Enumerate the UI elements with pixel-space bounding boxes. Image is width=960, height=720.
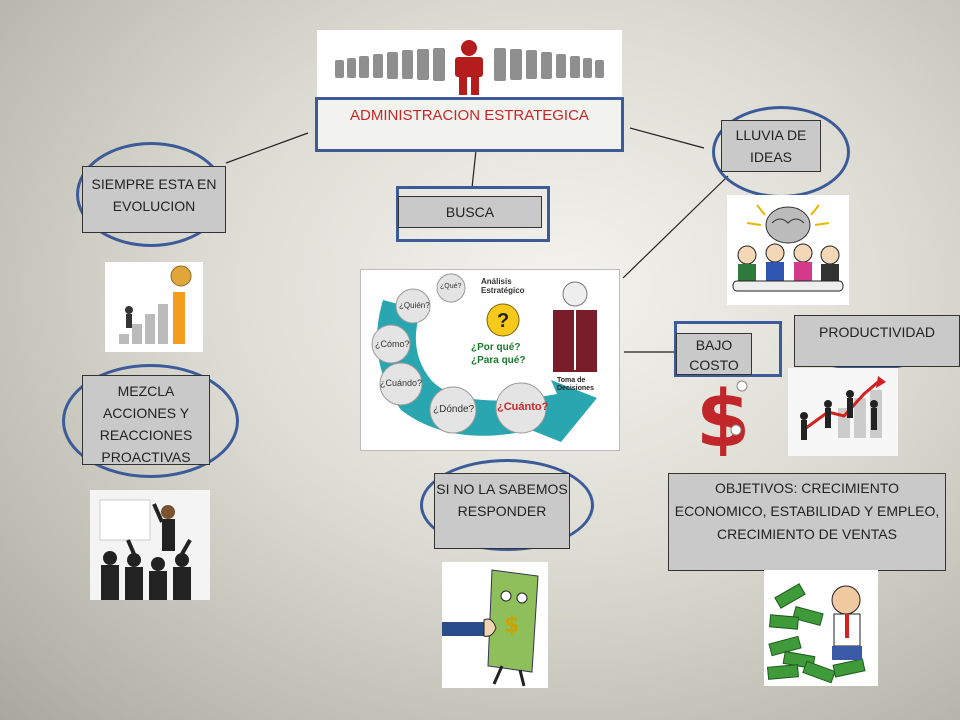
dollar-sign-image: $: [692, 374, 762, 456]
celebration-image: [90, 490, 210, 600]
title-text: ADMINISTRACION ESTRATEGICA: [350, 107, 589, 124]
node-si-no: SI NO LA SABEMOS RESPONDER: [434, 473, 570, 549]
bajo-costo-frame: [674, 321, 782, 377]
mezcla-ellipse: [62, 364, 239, 478]
q-por-que: ¿Por qué?: [471, 342, 521, 353]
q-como: ¿Cómo?: [375, 339, 410, 349]
node-productividad: PRODUCTIVIDAD: [794, 315, 960, 367]
analysis-title: Análisis Estratégico: [481, 277, 525, 295]
q-cuando: ¿Cuándo?: [380, 378, 423, 388]
money-pile-image: [764, 570, 878, 686]
decision-label: Toma de Decisiones: [557, 377, 594, 392]
q-que: ¿Qué?: [440, 283, 462, 290]
node-busca: BUSCA: [398, 196, 542, 228]
title-box: ADMINISTRACION ESTRATEGICA: [315, 97, 624, 152]
q-cuanto: ¿Cuánto?: [497, 401, 549, 413]
q-donde: ¿Dónde?: [433, 404, 475, 415]
worried-money-image: $: [442, 562, 548, 688]
people-row-image: [317, 30, 622, 100]
business-growth-image: [788, 368, 898, 456]
svg-text:$: $: [504, 613, 519, 638]
growth-chart-image: [105, 262, 203, 352]
analysis-graphic: ? Análisis Estratégico ¿Qué? ¿Quién? ¿Có…: [360, 269, 620, 451]
si-no-ellipse: [420, 459, 594, 551]
q-quien: ¿Quién?: [399, 301, 430, 310]
busca-frame: [396, 186, 550, 242]
svg-text:?: ?: [497, 310, 509, 332]
q-para-que: ¿Para qué?: [471, 355, 526, 366]
node-objetivos: OBJETIVOS: CRECIMIENTO ECONOMICO, ESTABI…: [668, 473, 946, 571]
node-bajo-costo: BAJO COSTO: [676, 333, 752, 375]
brainstorm-image: [727, 195, 849, 305]
node-mezcla: MEZCLA ACCIONES Y REACCIONES PROACTIVAS: [82, 375, 210, 465]
node-lluvia: LLUVIA DE IDEAS: [721, 120, 821, 172]
node-evolucion: SIEMPRE ESTA EN EVOLUCION: [82, 166, 226, 233]
